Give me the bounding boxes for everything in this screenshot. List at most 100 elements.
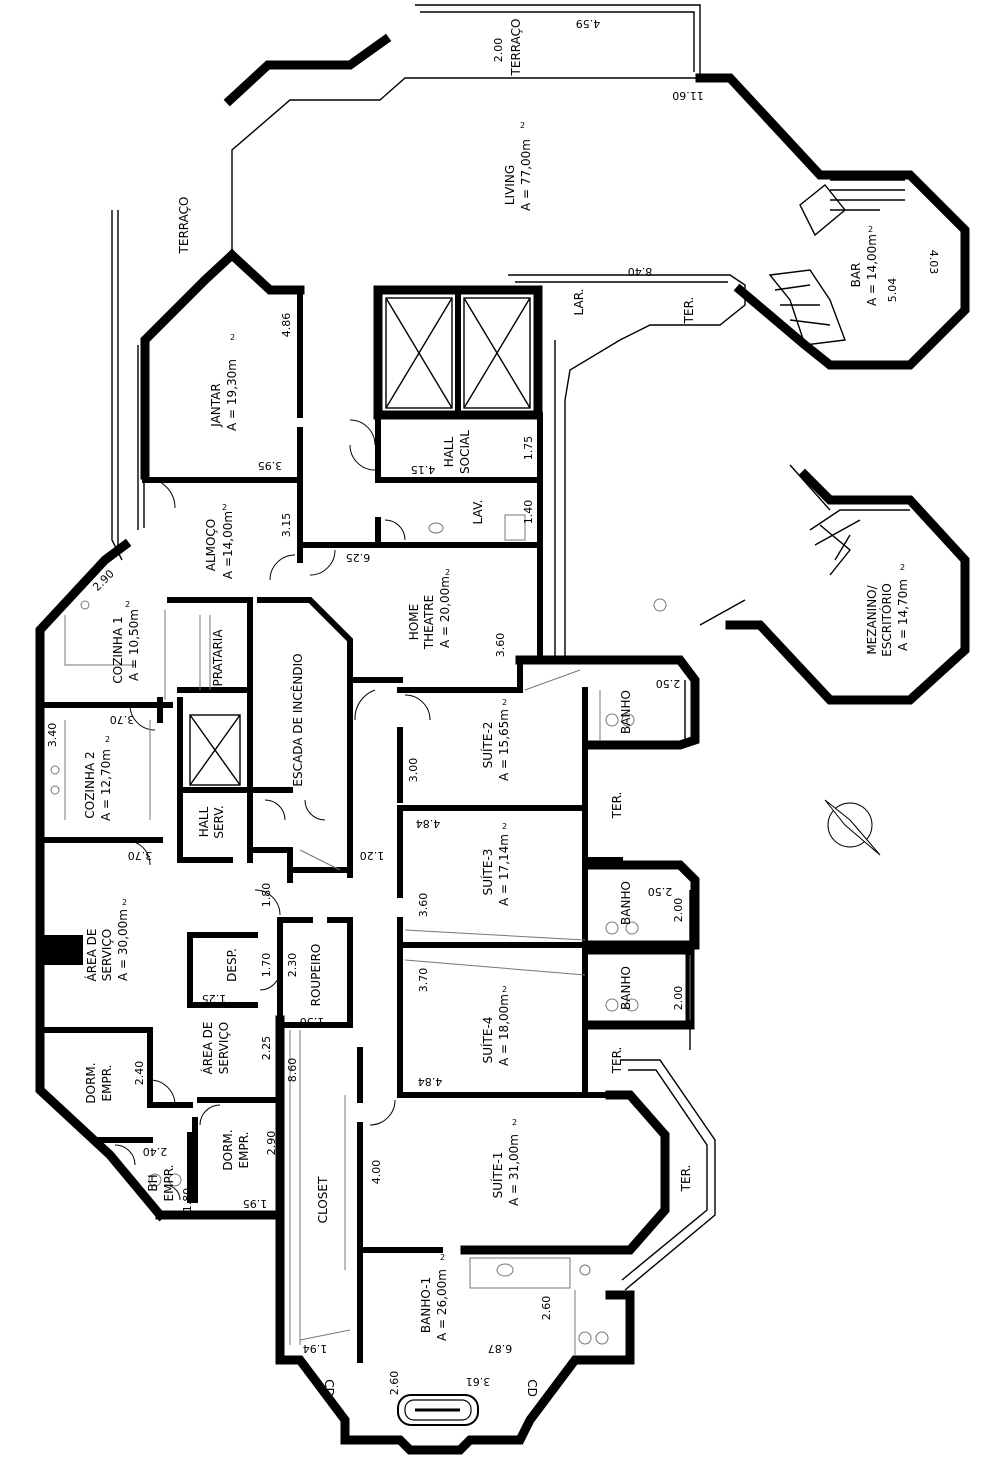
svg-text:4.59: 4.59 (576, 17, 601, 30)
cd-left-label: CD (322, 1379, 336, 1397)
suite2-name: SUÍTE-2 (480, 722, 495, 769)
hall-serv-name: HALL (197, 806, 211, 837)
svg-text:3.61: 3.61 (466, 1375, 491, 1388)
banho-s3-name: BANHO (619, 881, 633, 925)
svg-text:2.00: 2.00 (672, 986, 685, 1011)
svg-text:3.00: 3.00 (407, 758, 420, 783)
svg-text:2.00: 2.00 (672, 898, 685, 923)
svg-text:2.00: 2.00 (492, 38, 505, 63)
svg-text:2: 2 (222, 503, 227, 512)
svg-text:2.40: 2.40 (133, 1061, 146, 1086)
banho1-area: A = 26,00m (435, 1269, 449, 1341)
cd-right-label: CD (525, 1379, 539, 1397)
suite4-name: SUÍTE-4 (480, 1017, 495, 1064)
bh-empr-name: BH (146, 1174, 160, 1191)
banho-s4-name: BANHO (619, 966, 633, 1010)
svg-text:3.15: 3.15 (280, 513, 293, 538)
svg-text:3.60: 3.60 (494, 633, 507, 658)
svg-text:4.03: 4.03 (927, 250, 940, 275)
area-servico-name: ÁREA DE (84, 929, 99, 982)
suite3-area: A = 17,14m (497, 834, 511, 906)
suite1-name: SUÍTE-1 (490, 1152, 505, 1199)
almoco-area: A =14,00m (221, 511, 235, 579)
svg-text:1.25: 1.25 (202, 992, 227, 1005)
banho-s2-name: BANHO (619, 690, 633, 734)
svg-text:2: 2 (502, 822, 507, 831)
cozinha1-area: A = 10,50m (127, 609, 141, 681)
svg-text:2: 2 (502, 698, 507, 707)
home-theatre-name2: THEATRE (422, 595, 436, 650)
svg-text:2: 2 (520, 121, 525, 130)
svg-text:1.20: 1.20 (360, 849, 385, 862)
escada-name: ESCADA DE INCÊNDIO (290, 653, 305, 786)
svg-text:8.60: 8.60 (286, 1058, 299, 1083)
suite3-name: SUÍTE-3 (480, 849, 495, 896)
svg-text:2.60: 2.60 (540, 1296, 553, 1321)
interior-walls (37, 285, 623, 1363)
ter-living-label: TER. (682, 297, 696, 325)
svg-text:4.15: 4.15 (411, 463, 436, 476)
banho1-name: BANHO-1 (419, 1277, 433, 1333)
dorm-empr2-name2: EMPR. (237, 1132, 251, 1169)
svg-text:2: 2 (445, 568, 450, 577)
svg-text:1.80: 1.80 (260, 883, 273, 908)
prataria-name: PRATARIA (211, 629, 225, 687)
svg-text:2.50: 2.50 (656, 677, 681, 690)
svg-text:1.40: 1.40 (522, 500, 535, 525)
svg-text:6.87: 6.87 (488, 1342, 513, 1355)
svg-text:5.04: 5.04 (886, 278, 899, 303)
svg-text:1.94: 1.94 (303, 1342, 328, 1355)
svg-text:3.70: 3.70 (417, 968, 430, 993)
svg-text:4.00: 4.00 (370, 1160, 383, 1185)
terraco-top-label: TERRAÇO (509, 19, 523, 77)
mezanino-name2: ESCRITÓRIO (879, 583, 894, 657)
svg-text:11.60: 11.60 (672, 89, 704, 102)
area-servico2-name2: SERVIÇO (217, 1022, 231, 1074)
svg-text:3.60: 3.60 (417, 893, 430, 918)
suite4-area: A = 18,00m (497, 994, 511, 1066)
mezanino-name: MEZANINO/ (865, 584, 879, 654)
desp-name: DESP. (225, 948, 239, 982)
svg-text:2: 2 (512, 1118, 517, 1127)
area-servico-area: A = 30,00m (116, 909, 130, 981)
fixtures (50, 514, 691, 1355)
hall-serv-name2: SERV. (212, 805, 226, 838)
bar-name: BAR (849, 263, 863, 288)
almoco-name: ALMOÇO (204, 519, 218, 572)
hall-social-name: HALL (442, 436, 456, 467)
room-labels: LIVING A = 77,00m BAR A = 14,00m MEZANIN… (83, 139, 910, 1341)
svg-text:4.86: 4.86 (280, 313, 293, 338)
lav-name: LAV. (471, 500, 485, 525)
svg-text:2: 2 (440, 1253, 445, 1262)
living-area: A = 77,00m (519, 139, 533, 211)
rouparia-name: ROUPEIRO (309, 944, 323, 1007)
area-superscripts: 2 2 2 2 2 2 2 2 2 2 2 2 2 2 (105, 121, 905, 1262)
ter-s2-label: TER. (610, 792, 624, 820)
svg-text:2: 2 (125, 600, 130, 609)
mezanino-area: A = 14,70m (896, 579, 910, 651)
svg-text:2.60: 2.60 (388, 1371, 401, 1396)
svg-text:4.84: 4.84 (418, 1075, 443, 1088)
lar-label: LAR. (572, 289, 586, 316)
terrace-labels: TERRAÇO TERRAÇO LAR. TER. TER. TER. TER.… (177, 19, 696, 1397)
jantar-area: A = 19,30m (225, 359, 239, 431)
dimension-labels: 2.00 4.59 11.60 8.40 4.03 5.04 4.86 3.95… (46, 17, 940, 1395)
svg-text:6.25: 6.25 (346, 551, 371, 564)
svg-text:1.75: 1.75 (522, 436, 535, 461)
home-theatre-area: A = 20,00m (438, 576, 452, 648)
svg-text:2: 2 (105, 735, 110, 744)
cozinha2-area: A = 12,70m (99, 749, 113, 821)
north-arrow-icon (824, 799, 881, 856)
svg-text:4.84: 4.84 (416, 817, 441, 830)
svg-text:2.40: 2.40 (143, 1145, 168, 1158)
bar-area: A = 14,00m (865, 234, 879, 306)
exterior-walls (35, 33, 970, 1455)
cozinha2-name: COZINHA 2 (83, 751, 97, 818)
svg-text:3.70: 3.70 (110, 713, 135, 726)
svg-text:3.40: 3.40 (46, 723, 59, 748)
svg-text:2: 2 (502, 985, 507, 994)
svg-text:2.30: 2.30 (286, 953, 299, 978)
elevator-icon (189, 297, 531, 786)
hall-social-name2: SOCIAL (458, 430, 472, 474)
dorm-empr1-name: DORM. (84, 1062, 98, 1103)
